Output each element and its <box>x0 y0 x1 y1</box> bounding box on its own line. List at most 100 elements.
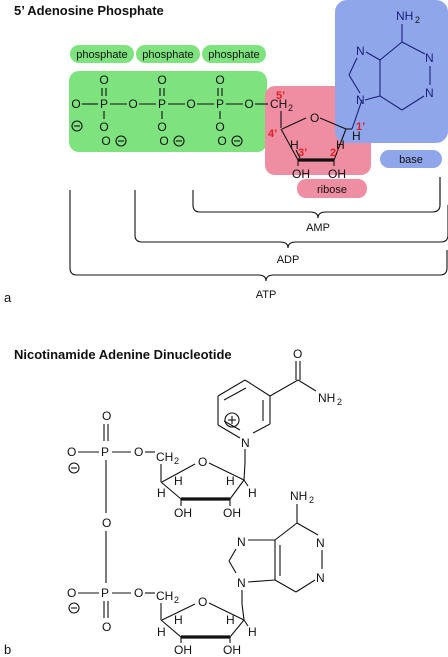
svg-text:NH: NH <box>318 391 335 405</box>
phosphate-label-box-1 <box>70 45 134 63</box>
adp-label: ADP <box>277 254 300 266</box>
svg-text:O: O <box>128 97 137 111</box>
svg-text:O: O <box>157 120 166 134</box>
atp-label: ATP <box>256 289 277 301</box>
svg-text:O: O <box>101 134 110 148</box>
svg-text:OH: OH <box>223 506 241 520</box>
svg-text:P: P <box>101 445 109 459</box>
svg-text:O: O <box>310 111 319 125</box>
svg-text:O: O <box>102 409 111 423</box>
phosphate-label-3: phosphate <box>208 49 259 61</box>
svg-text:N: N <box>316 571 325 585</box>
svg-text:2: 2 <box>174 456 179 466</box>
svg-text:H: H <box>290 138 299 152</box>
svg-text:N: N <box>356 93 365 107</box>
svg-text:H: H <box>226 613 235 627</box>
svg-text:O: O <box>215 73 224 87</box>
carbon-4-label: 4’ <box>268 128 277 140</box>
svg-text:O: O <box>217 134 226 148</box>
svg-text:OH: OH <box>174 643 192 657</box>
svg-text:OH: OH <box>223 643 241 657</box>
svg-text:O: O <box>186 97 195 111</box>
svg-text:P: P <box>100 97 108 111</box>
panel-b-title: Nicotinamide Adenine Dinucleotide <box>14 347 232 362</box>
phosphate-label-1: phosphate <box>76 49 127 61</box>
svg-text:NH: NH <box>290 489 307 503</box>
svg-text:N: N <box>237 535 246 549</box>
svg-text:NH: NH <box>396 9 413 23</box>
panel-b-letter: b <box>4 642 11 657</box>
svg-text:O: O <box>293 347 302 361</box>
phosphate-label-2: phosphate <box>142 49 193 61</box>
base-label: base <box>399 154 423 166</box>
svg-text:O: O <box>198 455 207 469</box>
base-label-box <box>380 150 442 168</box>
svg-text:O: O <box>134 586 143 600</box>
svg-text:H: H <box>157 486 166 500</box>
svg-text:N: N <box>241 436 250 450</box>
svg-text:H: H <box>248 486 257 500</box>
svg-text:O: O <box>157 73 166 87</box>
svg-text:CH: CH <box>270 97 287 111</box>
ribose-label-box <box>297 179 367 198</box>
svg-text:H: H <box>352 129 361 143</box>
svg-text:H: H <box>174 474 183 488</box>
svg-text:P: P <box>158 97 166 111</box>
svg-text:2: 2 <box>337 397 342 407</box>
svg-text:2: 2 <box>288 103 293 113</box>
svg-text:O: O <box>99 73 108 87</box>
svg-text:2: 2 <box>174 595 179 605</box>
svg-text:N: N <box>425 51 434 65</box>
svg-text:CH: CH <box>156 589 173 603</box>
phosphate-label-box-3 <box>202 45 266 63</box>
atp-brackets <box>69 177 448 282</box>
svg-text:O: O <box>244 97 253 111</box>
svg-text:P: P <box>101 586 109 600</box>
panel-a-title: 5’ Adenosine Phosphate <box>14 3 164 18</box>
svg-text:2: 2 <box>415 15 420 25</box>
svg-text:OH: OH <box>328 167 346 181</box>
triphosphate-chain: O P O O O O P O O O P O O O O O <box>71 73 268 148</box>
svg-text:H: H <box>157 625 166 639</box>
svg-text:CH: CH <box>156 450 173 464</box>
svg-text:O: O <box>198 595 207 609</box>
svg-text:O: O <box>102 516 111 530</box>
phosphate-label-box-2 <box>136 45 200 63</box>
svg-text:O: O <box>134 445 143 459</box>
carbon-2-label: 2’ <box>330 147 339 159</box>
svg-text:N: N <box>237 576 246 590</box>
base-box <box>335 0 448 143</box>
svg-text:OH: OH <box>292 167 310 181</box>
svg-text:N: N <box>425 86 434 100</box>
carbon-3-label: 3’ <box>298 147 307 159</box>
svg-text:O: O <box>67 445 76 459</box>
svg-text:O: O <box>215 120 224 134</box>
svg-text:H: H <box>226 474 235 488</box>
svg-text:2: 2 <box>309 495 314 505</box>
carbon-1-label: 1’ <box>356 121 365 133</box>
svg-text:N: N <box>356 44 365 58</box>
svg-text:OH: OH <box>174 506 192 520</box>
carbon-5-label: 5’ <box>276 90 285 102</box>
svg-text:H: H <box>174 613 183 627</box>
svg-text:N: N <box>316 536 325 550</box>
svg-text:O: O <box>71 97 80 111</box>
svg-text:O: O <box>102 620 111 634</box>
ribose-label: ribose <box>317 184 347 196</box>
panel-a-letter: a <box>4 290 12 305</box>
svg-text:O: O <box>99 120 108 134</box>
svg-text:H: H <box>336 138 345 152</box>
svg-text:O: O <box>67 586 76 600</box>
amp-label: AMP <box>306 222 330 234</box>
pyrophosphate-bridge: O P O O O P O O O <box>67 409 155 634</box>
svg-text:O: O <box>159 134 168 148</box>
svg-text:P: P <box>216 97 224 111</box>
svg-text:H: H <box>248 625 257 639</box>
